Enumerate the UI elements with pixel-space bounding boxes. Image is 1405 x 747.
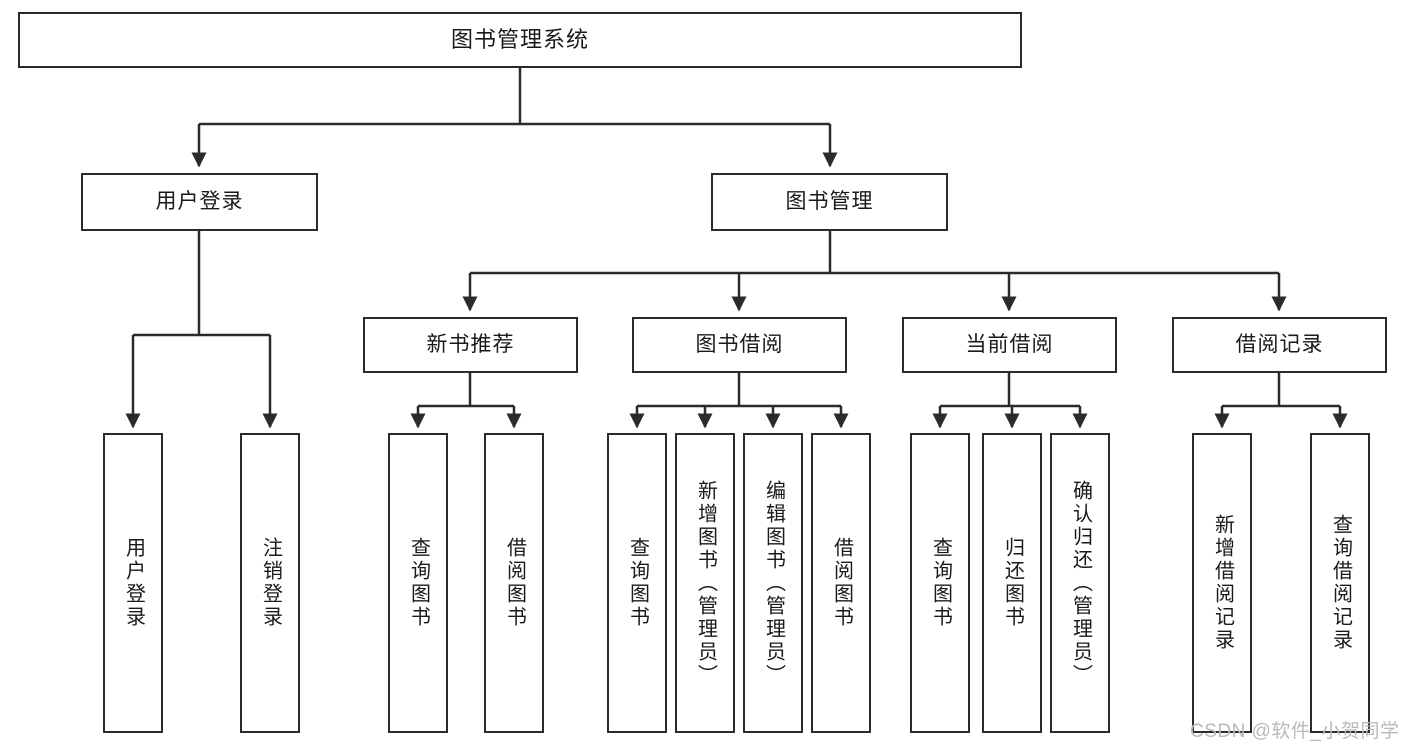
node-book-borrow-label: 图书借阅 xyxy=(695,333,784,357)
leaf-logout[interactable]: 注销登录 xyxy=(240,433,300,733)
node-new-book-recommend-label: 新书推荐 xyxy=(426,333,515,357)
watermark: CSDN @软件_小贺同学 xyxy=(1190,721,1400,742)
leaf-add-borrow-record-label: 新增借阅记录 xyxy=(1211,514,1234,652)
leaf-logout-label: 注销登录 xyxy=(259,537,282,629)
leaf-borrow-books-label: 借阅图书 xyxy=(830,537,853,629)
leaf-user-login-label: 用户登录 xyxy=(122,537,145,629)
leaf-add-book-admin[interactable]: 新增图书（管理员） xyxy=(675,433,735,733)
leaf-query-books-current[interactable]: 查询图书 xyxy=(910,433,970,733)
leaf-query-books-current-label: 查询图书 xyxy=(929,537,952,629)
node-current-borrow[interactable]: 当前借阅 xyxy=(902,317,1117,373)
node-book-management-label: 图书管理 xyxy=(785,190,874,214)
leaf-return-books[interactable]: 归还图书 xyxy=(982,433,1042,733)
leaf-add-borrow-record[interactable]: 新增借阅记录 xyxy=(1192,433,1252,733)
leaf-query-books-recommend-label: 查询图书 xyxy=(407,537,430,629)
leaf-confirm-return-admin-label: 确认归还（管理员） xyxy=(1069,479,1092,687)
node-new-book-recommend[interactable]: 新书推荐 xyxy=(363,317,578,373)
node-root[interactable]: 图书管理系统 xyxy=(18,12,1022,68)
leaf-user-login[interactable]: 用户登录 xyxy=(103,433,163,733)
leaf-query-books-borrow-label: 查询图书 xyxy=(626,537,649,629)
leaf-borrow-books-recommend-label: 借阅图书 xyxy=(503,537,526,629)
leaf-confirm-return-admin[interactable]: 确认归还（管理员） xyxy=(1050,433,1110,733)
leaf-edit-book-admin[interactable]: 编辑图书（管理员） xyxy=(743,433,803,733)
node-book-management[interactable]: 图书管理 xyxy=(711,173,948,231)
leaf-query-borrow-record-label: 查询借阅记录 xyxy=(1329,514,1352,652)
leaf-query-books-recommend[interactable]: 查询图书 xyxy=(388,433,448,733)
node-root-label: 图书管理系统 xyxy=(450,26,589,52)
leaf-borrow-books[interactable]: 借阅图书 xyxy=(811,433,871,733)
leaf-borrow-books-recommend[interactable]: 借阅图书 xyxy=(484,433,544,733)
leaf-return-books-label: 归还图书 xyxy=(1001,537,1024,629)
leaf-add-book-admin-label: 新增图书（管理员） xyxy=(694,479,717,687)
node-user-login[interactable]: 用户登录 xyxy=(81,173,318,231)
leaf-edit-book-admin-label: 编辑图书（管理员） xyxy=(762,479,785,687)
leaf-query-books-borrow[interactable]: 查询图书 xyxy=(607,433,667,733)
node-borrow-records-label: 借阅记录 xyxy=(1235,333,1324,357)
node-book-borrow[interactable]: 图书借阅 xyxy=(632,317,847,373)
node-current-borrow-label: 当前借阅 xyxy=(965,333,1054,357)
node-borrow-records[interactable]: 借阅记录 xyxy=(1172,317,1387,373)
node-user-login-label: 用户登录 xyxy=(155,190,244,214)
leaf-query-borrow-record[interactable]: 查询借阅记录 xyxy=(1310,433,1370,733)
